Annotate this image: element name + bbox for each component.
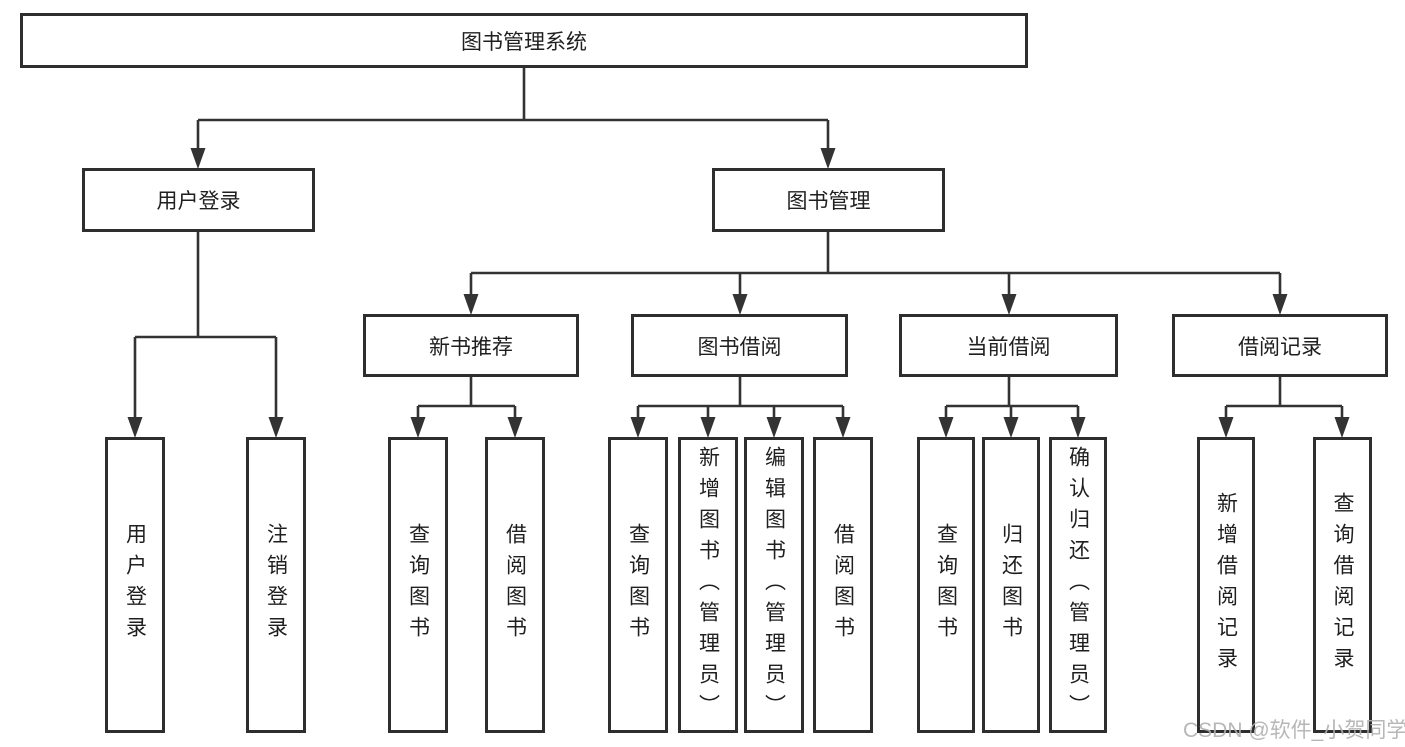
leaf-records-add-record-label: 新增借阅记录: [1214, 492, 1238, 678]
leaf-logout-login: 注销登录: [246, 437, 306, 733]
node-book-management: 图书管理: [712, 168, 945, 232]
leaf-newbooks-query-books-label: 查询图书: [406, 523, 430, 647]
leaf-borrowing-add-books-admin-label: 新增图书（管理员）: [696, 445, 720, 725]
node-root-label: 图书管理系统: [461, 30, 587, 54]
node-book-management-label: 图书管理: [786, 190, 871, 213]
leaf-records-query-record-label: 查询借阅记录: [1331, 492, 1354, 678]
leaf-borrowing-borrow-books-label: 借阅图书: [831, 523, 855, 647]
leaf-current-query-books-label: 查询图书: [934, 523, 958, 647]
node-current-borrowing: 当前借阅: [899, 314, 1118, 377]
leaf-records-add-record: 新增借阅记录: [1197, 437, 1255, 733]
leaf-borrowing-borrow-books: 借阅图书: [813, 437, 873, 733]
leaf-user-login-label: 用户登录: [123, 523, 147, 647]
leaf-current-return-books: 归还图书: [982, 437, 1040, 733]
node-new-book-recommend-label: 新书推荐: [429, 335, 513, 359]
leaf-current-confirm-return-admin-label: 确认归还（管理员）: [1066, 445, 1090, 725]
leaf-borrowing-query-books-label: 查询图书: [626, 523, 650, 647]
leaf-borrowing-query-books: 查询图书: [608, 437, 668, 733]
node-book-borrowing: 图书借阅: [631, 314, 848, 377]
leaf-newbooks-borrow-books: 借阅图书: [485, 437, 545, 733]
node-user-login: 用户登录: [82, 168, 315, 232]
node-book-borrowing-label: 图书借阅: [697, 335, 782, 359]
leaf-current-query-books: 查询图书: [917, 437, 975, 733]
leaf-current-confirm-return-admin: 确认归还（管理员）: [1049, 437, 1107, 733]
node-user-login-label: 用户登录: [156, 190, 241, 213]
node-new-book-recommend: 新书推荐: [363, 314, 579, 377]
leaf-logout-login-label: 注销登录: [264, 523, 288, 647]
leaf-current-return-books-label: 归还图书: [999, 523, 1023, 647]
node-current-borrowing-label: 当前借阅: [966, 335, 1051, 359]
leaf-newbooks-borrow-books-label: 借阅图书: [503, 523, 527, 647]
leaf-newbooks-query-books: 查询图书: [388, 437, 448, 733]
leaf-records-query-record: 查询借阅记录: [1313, 437, 1372, 733]
leaf-borrowing-edit-books-admin-label: 编辑图书（管理员）: [762, 445, 786, 725]
leaf-borrowing-edit-books-admin: 编辑图书（管理员）: [744, 437, 804, 733]
node-borrow-records: 借阅记录: [1172, 314, 1388, 377]
csdn-watermark: CSDN @软件_小贺同学: [1183, 719, 1405, 742]
leaf-user-login: 用户登录: [105, 437, 165, 733]
node-borrow-records-label: 借阅记录: [1238, 335, 1322, 359]
leaf-borrowing-add-books-admin: 新增图书（管理员）: [678, 437, 738, 733]
node-root: 图书管理系统: [20, 13, 1028, 68]
